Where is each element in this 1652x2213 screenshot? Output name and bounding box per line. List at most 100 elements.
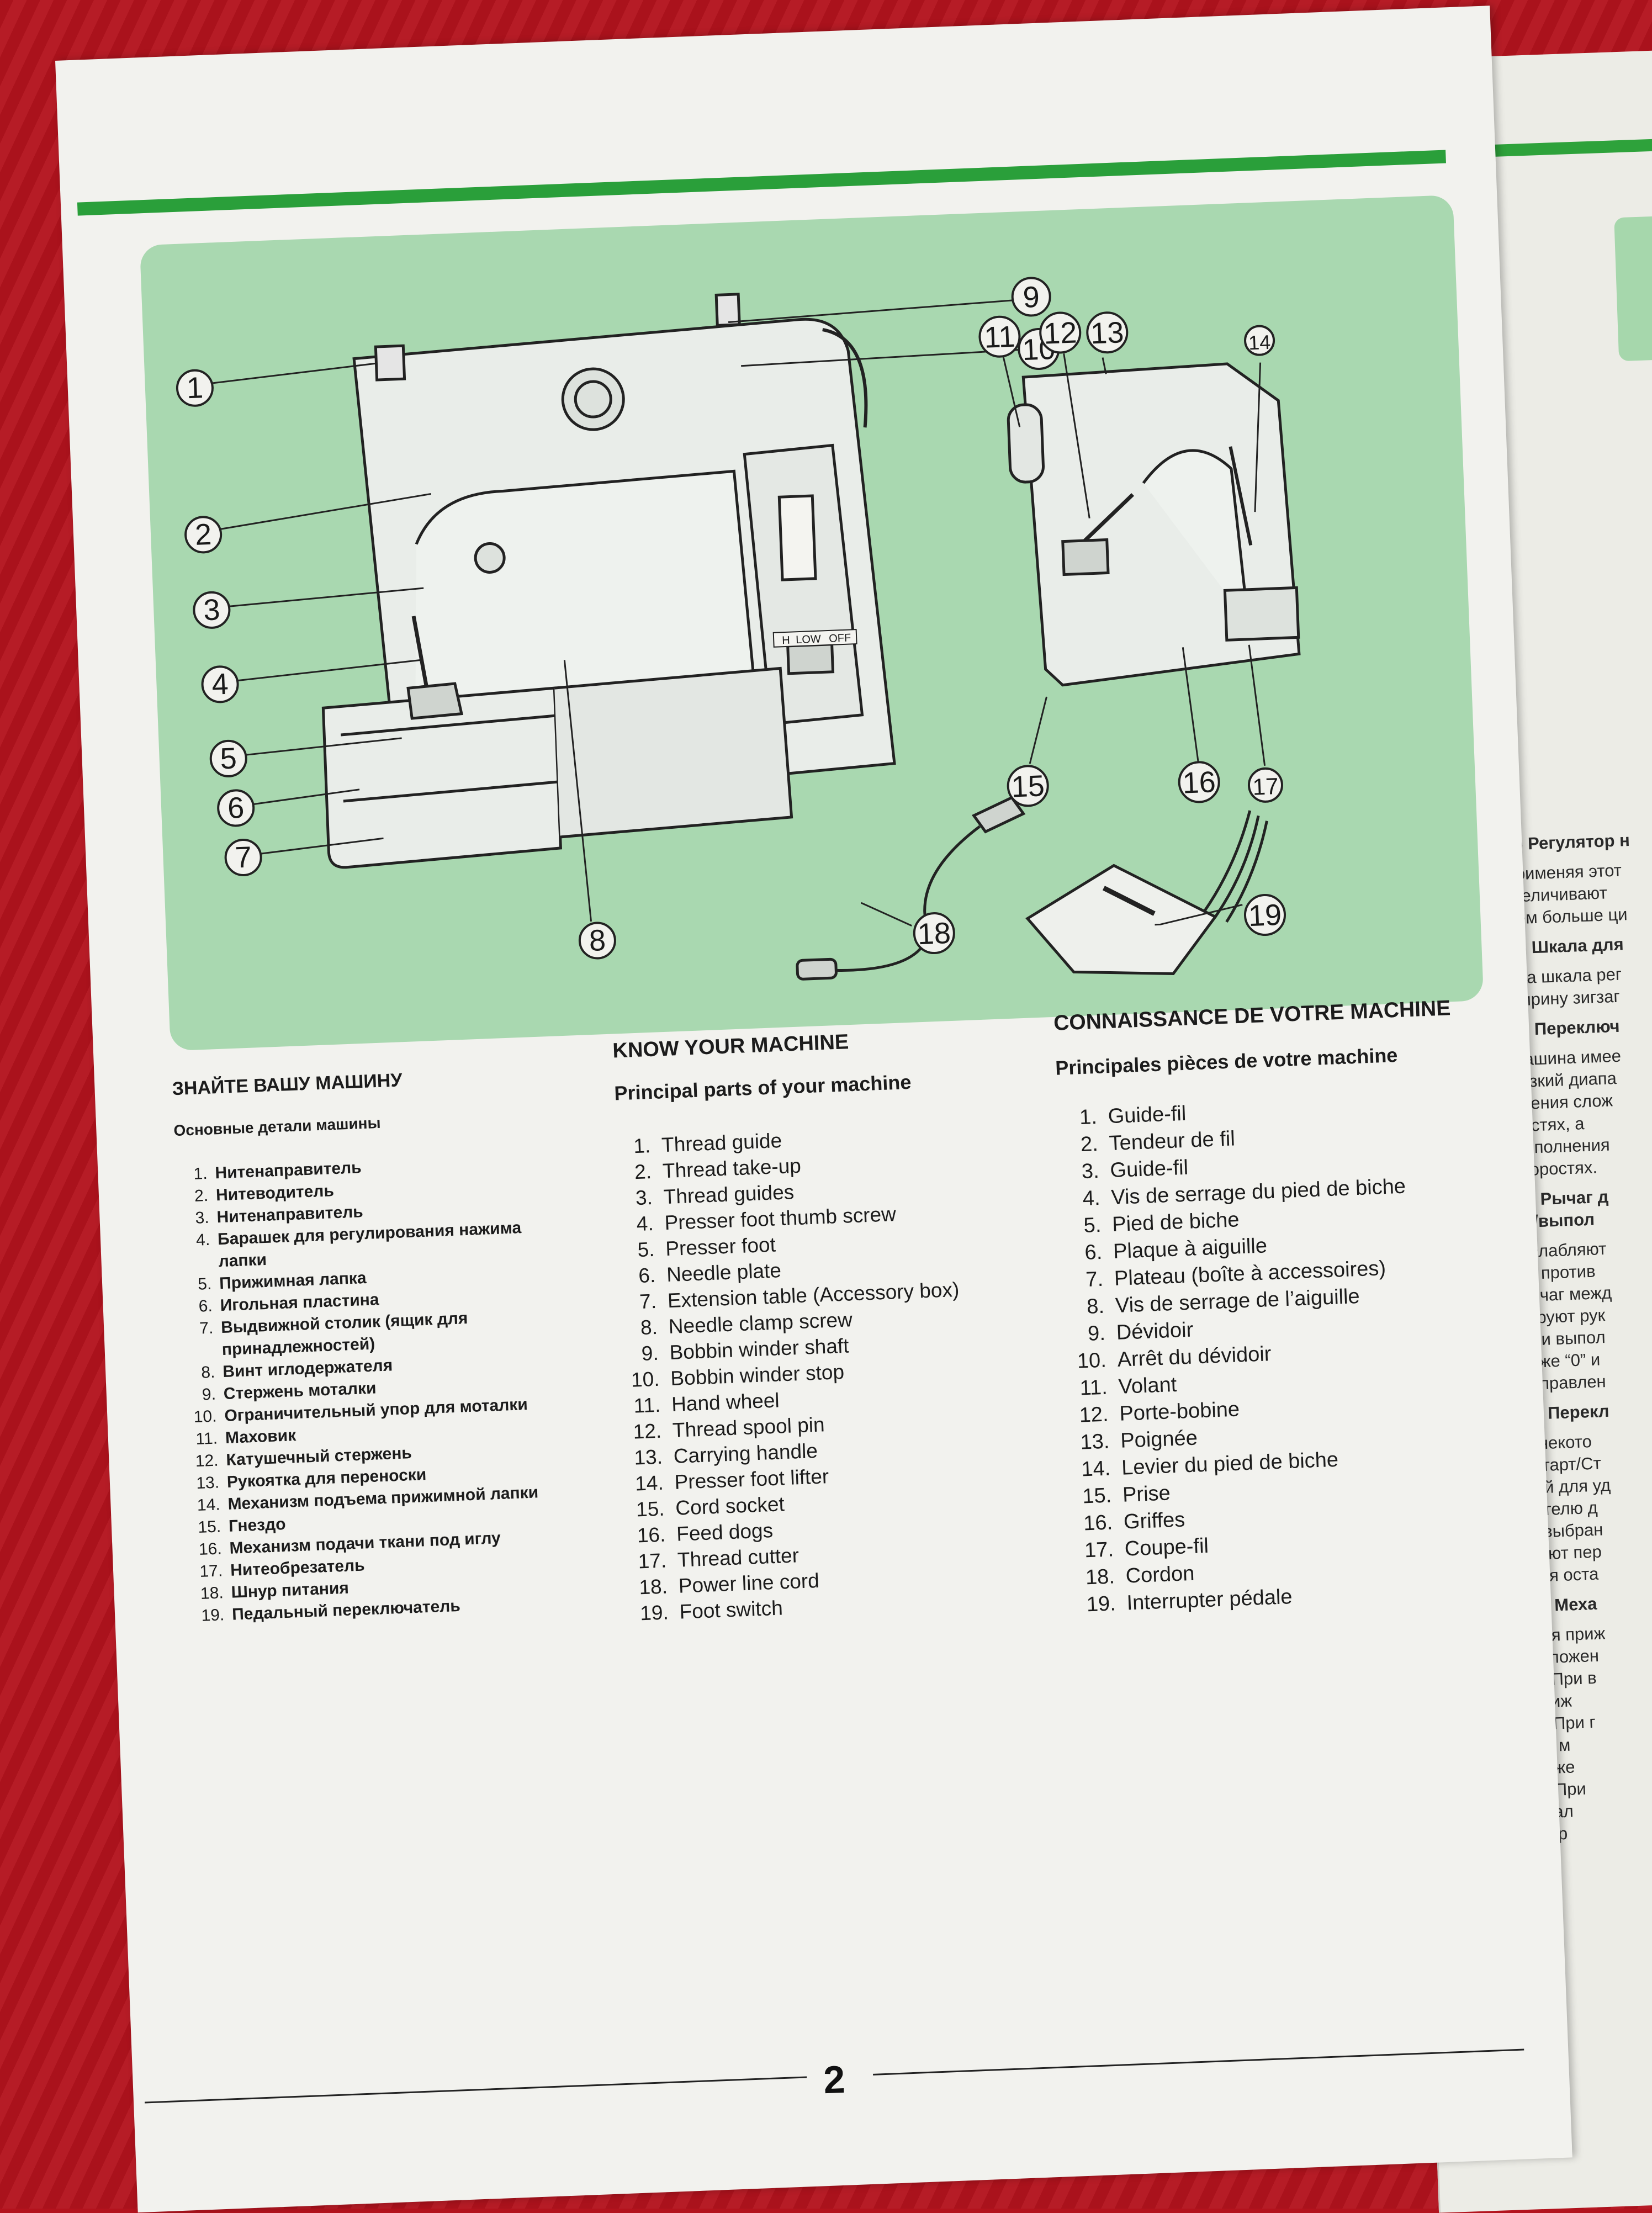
part-number: 1. (1079, 1105, 1098, 1130)
english-column: KNOW YOUR MACHINE Principal parts of you… (612, 1023, 1054, 1626)
part-number: 13. (1079, 1430, 1110, 1454)
part-number: 11. (195, 1429, 218, 1449)
svg-text:11: 11 (983, 320, 1015, 354)
part-number: 19. (1086, 1592, 1116, 1617)
callout-5: 5 (209, 739, 247, 777)
svg-text:12: 12 (1043, 316, 1077, 350)
part-name: Cordon (1125, 1561, 1195, 1588)
ru-title: ЗНАЙТЕ ВАШУ МАШИНУ (171, 1070, 403, 1100)
manual-page: 1 2 3 4 5 6 7 8 9 10 11 12 13 14 15 16 1… (55, 6, 1572, 2213)
part-number: 4. (1082, 1186, 1101, 1211)
ru-subtitle: Основные детали машины (173, 1114, 381, 1140)
callout-14: 14 (1244, 325, 1275, 356)
part-name: Volant (1118, 1373, 1178, 1399)
part-number: 3. (1081, 1159, 1100, 1184)
right-page-body: Применяя этот увеличивают Чем больше ци (1502, 860, 1628, 928)
callout-labels: 1 2 3 4 5 6 7 8 9 10 11 12 13 14 15 16 1… (176, 277, 1286, 960)
part-number: 4. (195, 1230, 210, 1250)
part-name: Guide-fil (1108, 1102, 1187, 1129)
part-number: 16. (637, 1523, 666, 1547)
front-machine (321, 293, 896, 869)
part-name: Presser foot (665, 1233, 776, 1261)
callout-18: 18 (913, 912, 955, 955)
part-number: 17. (199, 1561, 223, 1581)
part-name: Coupe-fil (1124, 1534, 1209, 1561)
callout-12: 12 (1039, 311, 1082, 354)
callout-3: 3 (193, 591, 231, 629)
part-number: 19. (200, 1606, 225, 1625)
callout-13: 13 (1086, 311, 1129, 354)
part-name: Needle plate (666, 1259, 782, 1286)
callout-11: 11 (978, 315, 1021, 358)
callout-2: 2 (184, 516, 223, 554)
part-number: 18. (638, 1575, 668, 1599)
part-number: 7. (1085, 1267, 1104, 1291)
callout-8: 8 (578, 922, 616, 960)
part-number: 14. (1081, 1457, 1111, 1481)
part-name: Гнездо (228, 1515, 287, 1536)
part-number: 2. (194, 1186, 209, 1205)
foot-pedal (796, 796, 1268, 981)
callout-1: 1 (176, 369, 214, 407)
part-name: Pied de biche (1111, 1208, 1240, 1237)
part-number: 17. (637, 1549, 667, 1573)
part-name: Power line cord (678, 1569, 820, 1597)
part-name: Prise (1122, 1481, 1171, 1507)
part-number: 2. (634, 1160, 652, 1184)
fr-subtitle: Principales pièces de votre machine (1055, 1044, 1398, 1079)
svg-text:17: 17 (1252, 773, 1279, 800)
part-number: 18. (200, 1584, 224, 1603)
leader-lines (208, 299, 1266, 927)
part-number: 6. (1084, 1240, 1103, 1264)
svg-text:7: 7 (234, 840, 252, 874)
part-number: 12. (632, 1419, 662, 1443)
part-number: 16. (1083, 1511, 1113, 1536)
callout-6: 6 (217, 789, 255, 827)
part-name: Thread guide (661, 1129, 782, 1157)
svg-text:13: 13 (1090, 316, 1124, 350)
part-number: 8. (200, 1363, 216, 1382)
part-number: 7. (199, 1319, 214, 1338)
svg-text:2: 2 (194, 518, 212, 552)
svg-text:19: 19 (1248, 898, 1282, 933)
part-number: 9. (202, 1385, 216, 1404)
part-number: 10. (193, 1407, 218, 1427)
callout-17: 17 (1247, 767, 1283, 803)
part-number: 13. (633, 1445, 663, 1469)
svg-text:16: 16 (1182, 765, 1216, 800)
part-name: Foot switch (679, 1596, 783, 1623)
svg-text:3: 3 (203, 593, 220, 627)
part-number: 15. (1082, 1484, 1112, 1508)
part-number: 9. (1087, 1321, 1106, 1346)
part-number: 6. (638, 1263, 656, 1288)
svg-text:5: 5 (220, 742, 237, 775)
svg-text:OFF: OFF (829, 632, 851, 645)
part-number: 1. (633, 1134, 651, 1158)
part-number: 15. (197, 1517, 221, 1537)
right-page-heading: (2) Шкала для (1505, 934, 1624, 958)
part-number: 5. (197, 1274, 212, 1294)
machine-illustration: 1 2 3 4 5 6 7 8 9 10 11 12 13 14 15 16 1… (140, 195, 1484, 1051)
svg-text:1: 1 (186, 371, 204, 405)
sewing-machine-diagram: 1 2 3 4 5 6 7 8 9 10 11 12 13 14 15 16 1… (176, 277, 1301, 981)
footer-rule-left (145, 2076, 807, 2104)
part-number: 4. (636, 1211, 654, 1236)
svg-text:9: 9 (1023, 280, 1040, 314)
part-number: 5. (637, 1237, 655, 1262)
part-name: Guide-fil (1109, 1156, 1189, 1183)
svg-text:LOW: LOW (796, 633, 821, 647)
part-number: 7. (639, 1289, 657, 1314)
part-name: Porte-bobine (1119, 1397, 1240, 1426)
part-number: 9. (641, 1341, 659, 1365)
callout-7: 7 (224, 838, 262, 876)
part-number: 12. (1078, 1402, 1109, 1427)
svg-text:H: H (782, 634, 790, 647)
callout-19: 19 (1244, 894, 1286, 936)
callout-16: 16 (1178, 761, 1220, 803)
svg-text:14: 14 (1248, 331, 1271, 354)
svg-text:6: 6 (227, 791, 245, 825)
part-name: Dévidoir (1116, 1318, 1194, 1344)
part-number: 15. (636, 1497, 665, 1521)
